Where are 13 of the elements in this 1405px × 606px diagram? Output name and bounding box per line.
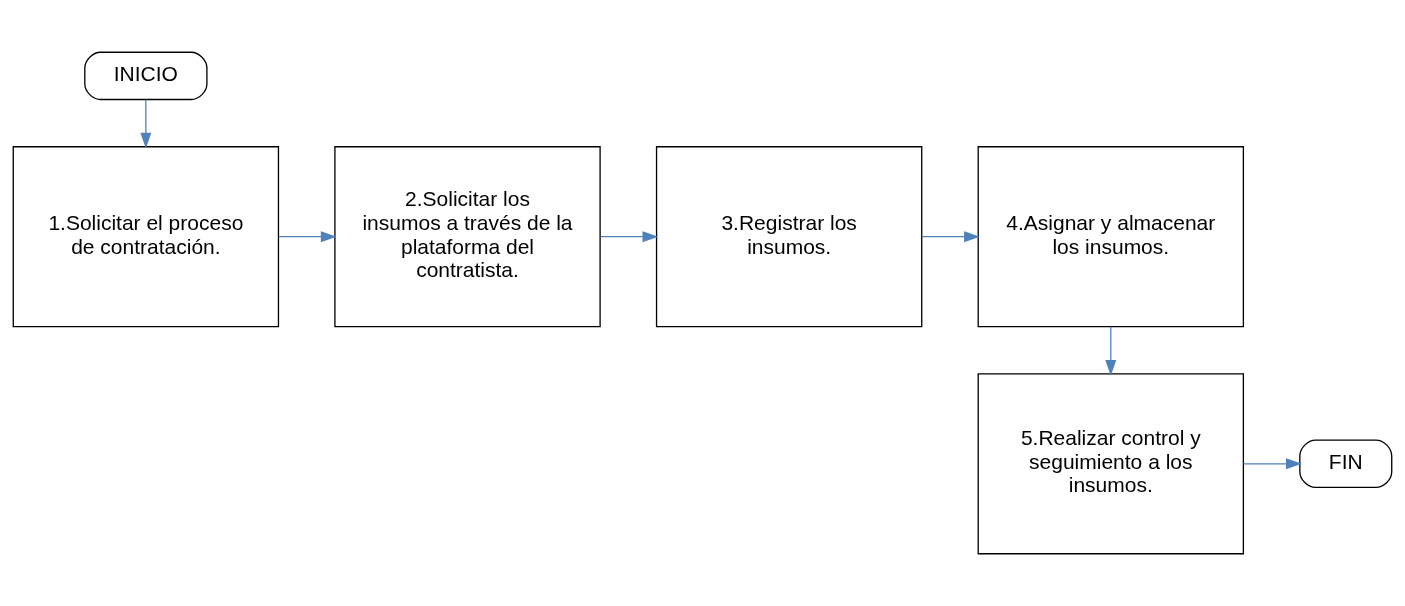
arrow xyxy=(600,231,659,243)
node-box: 1.Solicitar el proceso de contratación. xyxy=(12,146,280,328)
arrow xyxy=(140,98,152,149)
node-box: FIN xyxy=(1299,439,1393,489)
node-box: 2.Solicitar los insumos a través de la plataforma del contratista. xyxy=(334,146,601,328)
node-box: 5.Realizar control y seguimiento a los insumos. xyxy=(977,373,1245,555)
arrow xyxy=(1105,326,1117,376)
arrow xyxy=(278,231,337,243)
node-box: 4.Asignar y almacenar los insumos. xyxy=(977,146,1245,328)
arrow xyxy=(921,231,980,243)
node-box: INICIO xyxy=(84,51,208,101)
arrow xyxy=(1242,458,1302,470)
node-box: 3.Registrar los insumos. xyxy=(655,146,923,328)
